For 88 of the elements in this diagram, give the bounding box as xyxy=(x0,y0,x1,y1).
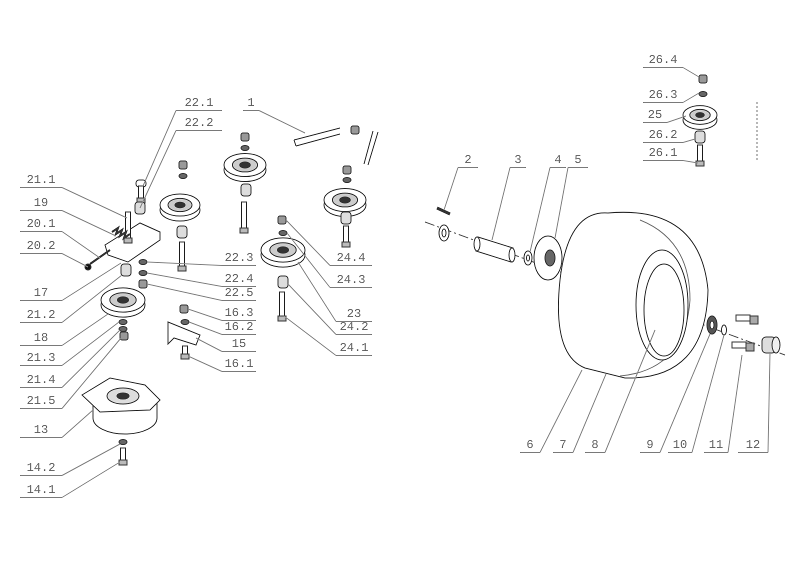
leader-line xyxy=(62,338,122,409)
leader-line xyxy=(62,322,120,366)
leader-line xyxy=(140,130,176,208)
callout-number: 23 xyxy=(336,307,372,322)
callout-number: 19 xyxy=(20,196,62,211)
callout-number: 22.4 xyxy=(222,272,256,287)
leader-line xyxy=(682,92,700,103)
leader-line xyxy=(62,462,120,498)
callout-number: 11 xyxy=(704,438,728,453)
leader-line xyxy=(62,444,120,476)
leader-line xyxy=(604,330,656,453)
callout-number: 24.1 xyxy=(336,341,372,356)
callout-number: 16.2 xyxy=(222,320,256,335)
callout-number: 2 xyxy=(458,153,478,168)
callout-number: 21.3 xyxy=(20,351,62,366)
callout-number: 22.5 xyxy=(222,286,256,301)
callout-number: 15 xyxy=(222,337,256,352)
leader-line xyxy=(660,334,710,453)
callout-number: 7 xyxy=(553,438,573,453)
leader-line xyxy=(572,374,606,453)
callout-number: 3 xyxy=(510,153,526,168)
leader-line xyxy=(554,167,568,238)
callout-number: 5 xyxy=(568,153,588,168)
leader-line xyxy=(258,110,306,134)
callout-number: 21.5 xyxy=(20,394,62,409)
leader-line xyxy=(188,356,222,372)
callout-number: 9 xyxy=(640,438,660,453)
leader-line xyxy=(146,272,222,287)
leader-line xyxy=(286,220,330,266)
leader-line xyxy=(492,167,510,240)
leader-line xyxy=(682,160,698,164)
leader-line xyxy=(62,274,122,323)
callout-number: 16.1 xyxy=(222,357,256,372)
callout-number: 25 xyxy=(643,108,667,123)
leader-line xyxy=(444,167,458,210)
callout-number: 14.2 xyxy=(20,461,62,476)
callout-number: 21.1 xyxy=(20,173,62,188)
callout-number: 24.2 xyxy=(336,320,372,335)
callout-number: 21.4 xyxy=(20,373,62,388)
leader-line xyxy=(728,354,742,453)
leader-line xyxy=(62,410,94,438)
callout-number: 1 xyxy=(243,96,259,111)
leader-line xyxy=(188,322,222,335)
callout-number: 22.1 xyxy=(176,96,222,111)
callout-number: 14.1 xyxy=(20,483,62,498)
callout-number: 22.3 xyxy=(222,251,256,266)
leader-line xyxy=(682,138,696,143)
callout-number: 24.4 xyxy=(330,251,372,266)
callout-number: 4 xyxy=(550,153,566,168)
leader-line xyxy=(530,167,550,252)
leader-line xyxy=(768,352,770,453)
leader-line xyxy=(692,334,724,453)
leader-line xyxy=(62,314,108,346)
callout-number: 26.2 xyxy=(643,128,683,143)
callout-number: 12 xyxy=(738,438,768,453)
leader-line xyxy=(142,110,176,186)
leader-line xyxy=(62,330,120,388)
leader-line xyxy=(188,308,222,321)
leader-line xyxy=(62,262,122,301)
callout-number: 24.3 xyxy=(330,273,372,288)
callout-number: 26.4 xyxy=(643,53,683,68)
callout-number: 26.3 xyxy=(643,88,683,103)
callout-number: 8 xyxy=(585,438,605,453)
callout-number: 10 xyxy=(668,438,692,453)
leader-line xyxy=(298,262,336,322)
leader-line xyxy=(286,232,330,288)
leader-line xyxy=(284,316,336,356)
callout-number: 6 xyxy=(520,438,540,453)
callout-number: 18 xyxy=(20,331,62,346)
leader-line xyxy=(666,116,686,123)
callout-number: 16.3 xyxy=(222,306,256,321)
callout-number: 17 xyxy=(20,286,62,301)
leader-line xyxy=(288,284,336,335)
leader-line xyxy=(62,253,88,268)
callout-number: 13 xyxy=(20,423,62,438)
callout-number: 22.2 xyxy=(176,116,222,131)
callout-number: 20.1 xyxy=(20,217,62,232)
leader-line xyxy=(62,210,116,236)
leader-line xyxy=(62,187,128,218)
leader-line xyxy=(62,231,100,258)
callout-number: 20.2 xyxy=(20,239,62,254)
leader-line xyxy=(682,67,700,78)
callout-number: 26.1 xyxy=(643,146,683,161)
leader-line xyxy=(196,338,222,352)
leader-line xyxy=(146,284,222,301)
leader-line xyxy=(540,370,582,453)
leader-line xyxy=(146,262,222,266)
callout-number: 21.2 xyxy=(20,308,62,323)
